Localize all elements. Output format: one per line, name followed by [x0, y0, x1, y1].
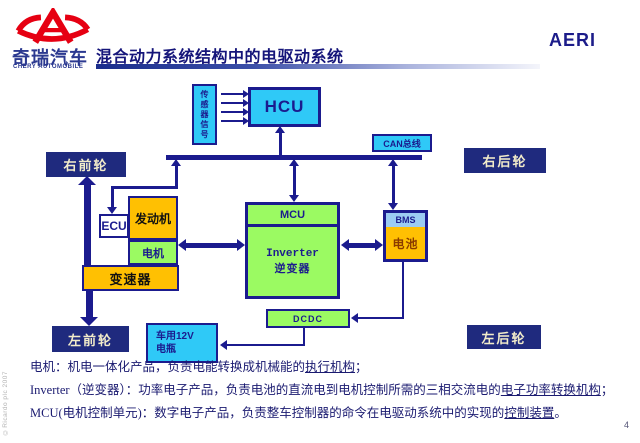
org-mark: AERI	[549, 30, 597, 50]
note-underlined-term: 执行机构	[305, 360, 356, 374]
sensor-arrow-line	[221, 111, 243, 113]
slide-title: 混合动力系统结构中的电驱动系统	[96, 49, 344, 66]
sensor-arrow-line	[221, 102, 243, 104]
sensor-arrow-line	[221, 120, 243, 122]
note-text: ；	[600, 383, 614, 397]
sensor-arrow-line	[221, 93, 243, 95]
can-bus-label-box: CAN总线	[372, 134, 432, 152]
note-text: ；	[355, 360, 368, 374]
bus-to-ecu-vline2	[111, 186, 114, 208]
note-underlined-term: 电子功率转换机构	[500, 383, 601, 397]
inverter-arrowhead-left-icon	[237, 239, 245, 251]
inverter-label-en: Inverter	[266, 247, 319, 260]
motor-box: 电机	[128, 240, 178, 265]
note-text: 。	[554, 406, 567, 420]
note-text: 电机：机电一体化产品，负责电能转换成机械能的	[30, 360, 306, 374]
can-bus-line	[166, 155, 422, 160]
definition-notes: 电机：机电一体化产品，负责电能转换成机械能的执行机构； Inverter（逆变器…	[30, 360, 630, 429]
bus-to-bms-line	[392, 165, 395, 205]
front-right-wheel-box: 右前轮	[46, 152, 126, 177]
engine-box: 发动机	[128, 196, 178, 240]
note-underlined-term: 控制装置	[504, 406, 555, 420]
chery-logo-icon	[15, 8, 91, 44]
bus-to-ecu-hline	[111, 186, 178, 189]
bus-to-mcu-line	[293, 165, 296, 197]
brand-name-cn: 奇瑞汽车	[12, 48, 88, 68]
bus-to-ecu-vline	[175, 165, 178, 188]
sensor-arrowhead-icon	[243, 90, 249, 98]
rear-left-wheel-box: 左后轮	[467, 325, 541, 349]
inverter-arrowhead-right-icon	[341, 239, 349, 251]
dcdc-to-aux-hline	[227, 344, 305, 346]
sensor-arrowhead-icon	[243, 117, 249, 125]
bus-to-bms-arrowhead-down-icon	[388, 203, 398, 210]
note-text: Inverter（逆变器）：功率电子产品，负责电池的直流电到电机控制所需的三相交…	[30, 383, 501, 397]
inverter-battery-line	[347, 243, 377, 248]
aux-12v-battery-box: 车用12V 电瓶	[146, 323, 218, 363]
bus-to-mcu-arrowhead-up-icon	[289, 159, 299, 166]
bus-to-hcu-arrowhead-icon	[275, 126, 285, 133]
bms-battery-box: BMS 电池	[383, 210, 428, 262]
battery-arrowhead-icon	[375, 239, 383, 251]
motor-arrowhead-icon	[178, 239, 186, 251]
transmission-to-fr-wheel-line	[84, 184, 91, 266]
battery-to-dcdc-hline	[358, 317, 404, 319]
note-line-motor: 电机：机电一体化产品，负责电能转换成机械能的执行机构；	[30, 360, 630, 374]
page-number: 4	[624, 420, 630, 430]
transmission-box: 变速器	[82, 265, 179, 291]
hcu-box: HCU	[248, 87, 321, 127]
dcdc-box: DCDC	[266, 309, 350, 328]
bus-to-mcu-arrowhead-down-icon	[289, 195, 299, 202]
note-line-inverter: Inverter（逆变器）：功率电子产品，负责电池的直流电到电机控制所需的三相交…	[30, 383, 630, 397]
note-text: MCU(电机控制单元)：数字电子产品，负责整车控制器的命令在电驱动系统中的实现的	[30, 406, 505, 420]
bms-label: BMS	[386, 213, 425, 227]
copyright-sidebar-text: ©Ricardo plc 2007	[2, 370, 9, 435]
sensor-signal-box: 传感器信号	[192, 84, 217, 145]
fl-wheel-arrowhead-icon	[80, 317, 98, 326]
bus-to-bms-arrowhead-up-icon	[388, 159, 398, 166]
aux-battery-arrowhead-icon	[220, 340, 227, 350]
rear-right-wheel-box: 右后轮	[464, 148, 546, 173]
title-underline-bar	[96, 64, 540, 69]
mcu-label: MCU	[248, 205, 337, 227]
brand-name-en: CHERY AUTOMOBILE	[13, 64, 84, 70]
bus-to-hcu-line	[279, 133, 282, 155]
motor-inverter-line	[184, 243, 240, 248]
sensor-arrowhead-icon	[243, 108, 249, 116]
dcdc-to-aux-vline	[303, 328, 305, 345]
inverter-label-cn: 逆变器	[274, 262, 311, 275]
ecu-arrowhead-icon	[107, 207, 117, 214]
aux-battery-line1: 车用12V	[156, 331, 194, 342]
fr-wheel-arrowhead-icon	[78, 176, 96, 185]
sensor-arrowhead-icon	[243, 99, 249, 107]
inverter-body: Inverter 逆变器	[248, 227, 337, 296]
transmission-to-fl-wheel-line	[86, 291, 93, 319]
dcdc-arrowhead-icon	[351, 313, 358, 323]
battery-label: 电池	[386, 227, 425, 259]
aux-battery-line2: 电瓶	[156, 344, 176, 355]
ecu-box: ECU	[99, 214, 129, 238]
battery-to-dcdc-vline	[402, 262, 404, 318]
front-left-wheel-box: 左前轮	[52, 326, 129, 352]
note-line-mcu: MCU(电机控制单元)：数字电子产品，负责整车控制器的命令在电驱动系统中的实现的…	[30, 406, 630, 420]
bus-to-ecu-arrowhead-icon	[171, 159, 181, 166]
mcu-inverter-box: MCU Inverter 逆变器	[245, 202, 340, 299]
aux-battery-label: 车用12V 电瓶	[156, 330, 194, 356]
